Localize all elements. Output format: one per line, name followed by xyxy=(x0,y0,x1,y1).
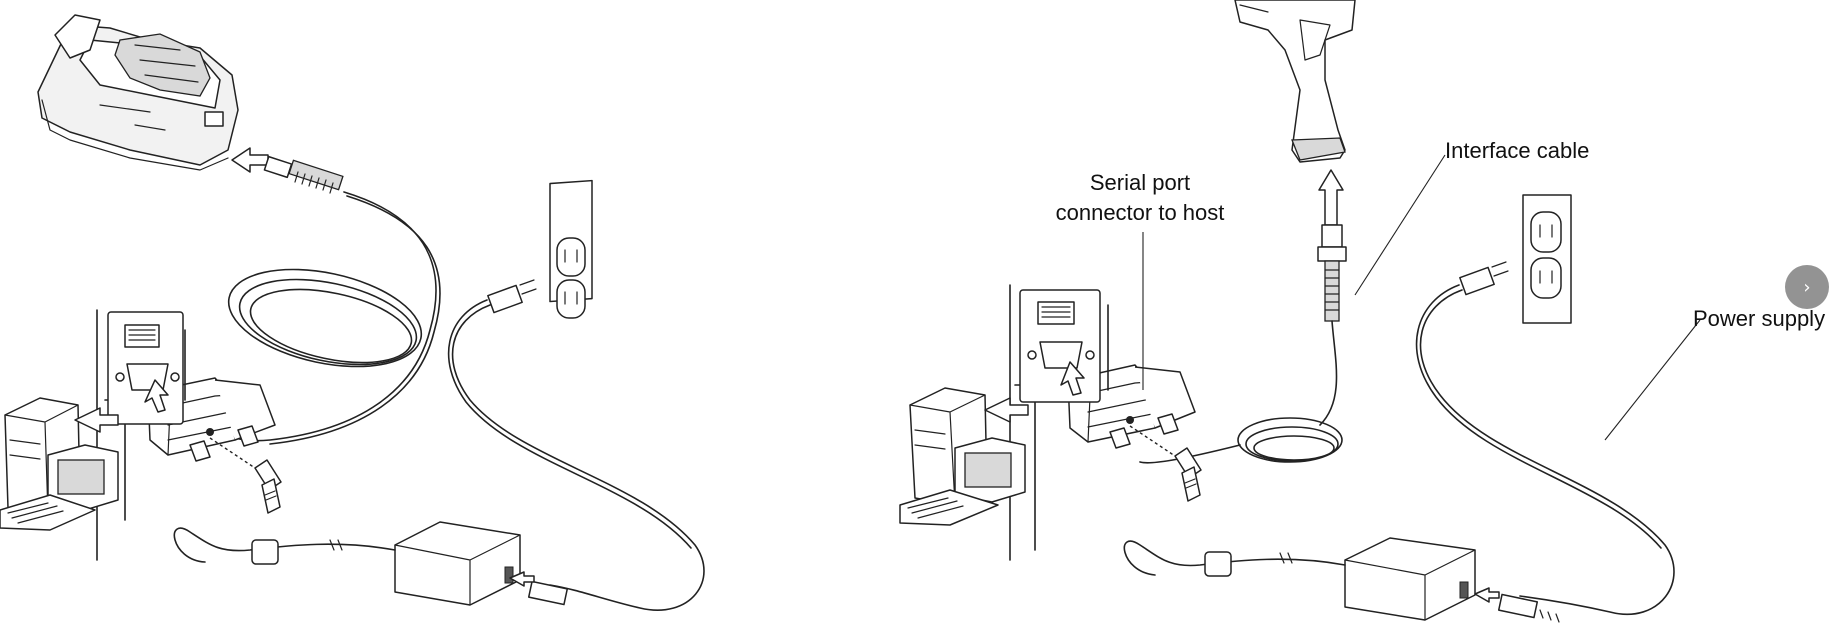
host-computer-left-icon xyxy=(0,397,119,531)
cable-connector-left xyxy=(263,155,344,194)
label-power-supply: Power supply xyxy=(1693,306,1825,331)
wall-outlet-left-icon xyxy=(549,179,593,319)
chevron-right-icon: › xyxy=(1803,276,1811,298)
leader-interface-cable xyxy=(1354,154,1446,296)
dc-cable-right xyxy=(1123,540,1346,576)
right-diagram: Serial port connector to host Interface … xyxy=(899,0,1825,623)
power-supply-right-icon xyxy=(1344,537,1560,623)
coiled-cable-left xyxy=(227,268,423,368)
next-image-button[interactable]: › xyxy=(1785,265,1829,309)
ferrite-bead-left xyxy=(251,539,279,565)
power-plug-left xyxy=(487,279,537,314)
scanner-handle-icon xyxy=(1234,0,1356,163)
ferrite-bead-right xyxy=(1204,551,1232,577)
power-cord-left xyxy=(451,304,705,611)
host-panel-left xyxy=(96,309,186,561)
label-serial-port-line2: connector to host xyxy=(1056,200,1225,225)
power-supply-left-icon xyxy=(394,521,569,606)
power-plug-right xyxy=(1459,261,1509,296)
left-diagram xyxy=(0,14,705,611)
leader-power-supply xyxy=(1604,319,1701,441)
coiled-cable-right xyxy=(1237,417,1343,463)
label-interface-cable: Interface cable xyxy=(1445,138,1589,163)
insert-arrow-up-icon xyxy=(1318,169,1344,226)
cable-connector-right xyxy=(1317,224,1347,322)
wall-outlet-right-icon xyxy=(1522,194,1572,324)
label-serial-port-line1: Serial port xyxy=(1090,170,1190,195)
insert-arrow-icon xyxy=(231,147,269,173)
charging-cradle-icon xyxy=(37,14,239,171)
interface-cable-right xyxy=(1139,320,1338,464)
dc-cable-left xyxy=(173,527,396,563)
host-computer-right-icon xyxy=(899,387,1029,526)
power-cord-right xyxy=(1419,289,1675,615)
